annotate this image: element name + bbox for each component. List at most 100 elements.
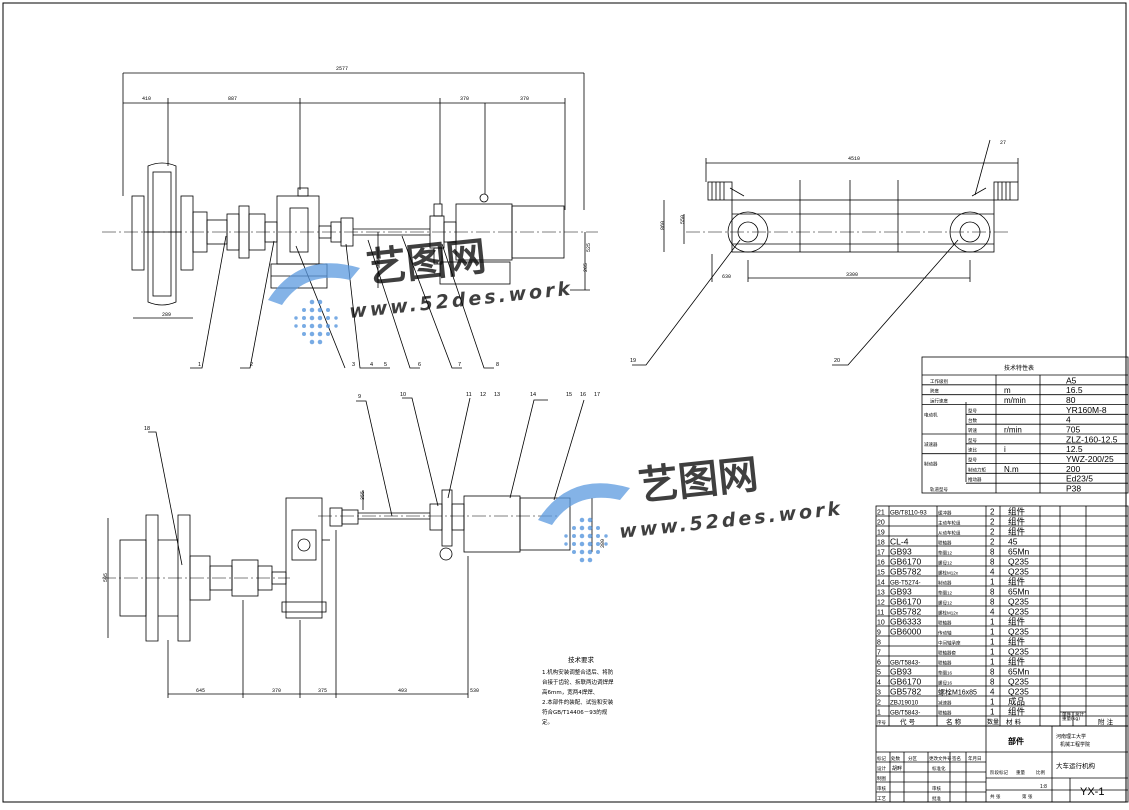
part-name: 联轴器 — [938, 660, 952, 667]
part-number: 4 — [877, 680, 881, 687]
part-qty: 2 — [990, 538, 995, 547]
dimension-label: 410 — [142, 96, 151, 102]
watermark-brand: 艺图网 — [364, 234, 488, 292]
part-qty: 2 — [990, 528, 995, 537]
part-code: GB6170 — [890, 557, 921, 567]
tech-note-line: 定。 — [542, 718, 553, 726]
part-code: ZBJ19010 — [890, 700, 919, 707]
part-material: 组件 — [1008, 617, 1026, 628]
part-number: 9 — [877, 630, 881, 637]
dimension-label: 630 — [722, 274, 731, 280]
parts-header-material: 材 料 — [1006, 717, 1022, 726]
dimension-label: 860 — [660, 221, 666, 230]
tech-note-line: 台接于齿轮、拆联两边调焊焊 — [542, 678, 614, 686]
designer-name: 胡畔 — [892, 765, 902, 772]
dimension-label: 355 — [360, 491, 366, 500]
drawing-number: YX-1 — [1080, 786, 1104, 798]
part-name: 联轴器 — [938, 710, 952, 717]
leader-number: 18 — [144, 426, 150, 432]
part-qty: 8 — [990, 558, 995, 567]
watermark-dot — [326, 316, 330, 320]
tech-note-line: 符合GB/T14406－93的规 — [542, 708, 608, 716]
parts-header-note: 附 注 — [1098, 717, 1114, 726]
watermark-dot — [587, 517, 593, 523]
leader-number: 3 — [352, 362, 355, 368]
dimension-label: 3300 — [846, 272, 858, 278]
label-std: 标准化 — [932, 765, 946, 772]
spec-value: Ed23/5 — [1066, 474, 1093, 484]
leader-number: 13 — [494, 392, 500, 398]
part-number: 2 — [877, 700, 881, 707]
spec-unit: r/min — [1004, 426, 1022, 435]
part-material: Q235 — [1008, 607, 1029, 617]
dept-name: 机械工程学院 — [1060, 741, 1090, 748]
leader-number: 12 — [480, 392, 486, 398]
part-qty: 4 — [990, 608, 995, 617]
spec-item-label: 台数 — [968, 417, 977, 424]
watermark-dot — [334, 316, 338, 320]
dimension-label: 530 — [470, 688, 479, 694]
watermark-dot — [572, 526, 576, 530]
part-name: 制动器 — [938, 580, 952, 587]
part-qty: 4 — [990, 688, 995, 697]
watermark-dot — [604, 542, 608, 546]
label-mark: 标记 — [877, 755, 886, 762]
part-qty: 1 — [990, 638, 995, 647]
parts-header-code: 代 号 — [900, 717, 916, 726]
part-qty: 1 — [990, 698, 995, 707]
dimension-label: 265 — [583, 263, 589, 272]
spec-item-label: 工作级别 — [930, 378, 948, 385]
part-name: 缓冲器 — [938, 510, 952, 517]
leader-number: 8 — [496, 362, 499, 368]
spec-value: 12.5 — [1066, 444, 1083, 454]
part-material: 45 — [1008, 537, 1018, 547]
watermark-top: 艺图网 www.52des.work — [268, 234, 574, 345]
watermark-dot — [302, 308, 306, 312]
bottom-plan-view — [102, 397, 593, 698]
watermark-dot — [587, 549, 593, 555]
part-number: 1 — [877, 710, 881, 717]
part-qty: 8 — [990, 548, 995, 557]
part-name: 减速器 — [938, 700, 952, 707]
watermark-dot — [317, 299, 323, 305]
part-qty: 8 — [990, 668, 995, 677]
spec-group-label: 电动机 — [924, 411, 938, 418]
part-material: 组件 — [1008, 527, 1026, 538]
spec-table-frame — [921, 356, 1129, 494]
spec-unit: i — [1004, 445, 1006, 454]
part-number: 3 — [877, 690, 881, 697]
leader-number: 19 — [630, 358, 636, 364]
dimension-label: 550 — [680, 215, 686, 224]
label-doc: 更改文件号 — [929, 755, 952, 762]
spec-unit: N.m — [1004, 465, 1019, 474]
part-number: 10 — [877, 620, 885, 627]
watermark-dot — [596, 526, 600, 530]
part-material: 组件 — [1008, 517, 1026, 528]
tech-note-line: 2.本部件的装配、试验和安装 — [542, 698, 614, 706]
part-qty: 1 — [990, 618, 995, 627]
watermark-dot — [596, 550, 600, 554]
parts-header-single: 单件 — [1062, 711, 1071, 718]
dimension-label: 375 — [318, 688, 327, 694]
part-code: GB5782 — [890, 567, 921, 577]
part-code: GB5782 — [890, 687, 921, 697]
part-name: 中间轴承座 — [938, 640, 961, 647]
part-number: 18 — [877, 540, 885, 547]
watermark-dot — [579, 557, 585, 563]
part-qty: 1 — [990, 648, 995, 657]
watermark-dot — [294, 316, 298, 320]
part-code: GB93 — [890, 547, 912, 557]
part-number: 16 — [877, 560, 885, 567]
leader-number: 11 — [466, 392, 472, 398]
part-qty: 1 — [990, 628, 995, 637]
part-material: Q235 — [1008, 567, 1029, 577]
top-front-view — [102, 72, 598, 369]
watermark-dot — [572, 550, 576, 554]
watermark-dot — [317, 307, 323, 313]
part-number: 19 — [877, 530, 885, 537]
part-qty: 1 — [990, 708, 995, 717]
dimension-label: 370 — [520, 96, 529, 102]
spec-value: A5 — [1066, 375, 1077, 385]
spec-item-label: 型号 — [968, 457, 977, 464]
